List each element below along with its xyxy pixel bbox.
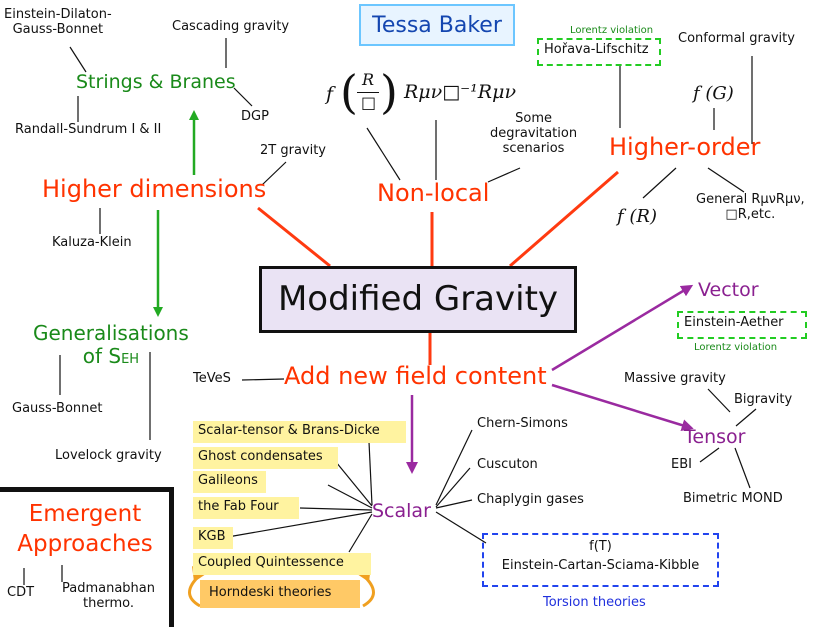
general-curvature-label: General RμνRμν, □R,etc.: [696, 192, 805, 222]
bigravity-label: Bigravity: [734, 392, 793, 407]
cascading-gravity-label: Cascading gravity: [172, 19, 290, 34]
gauss-bonnet-label: Gauss-Bonnet: [12, 401, 103, 416]
f-g-formula: f (G): [693, 83, 734, 104]
ebi-label: EBI: [671, 457, 692, 472]
kgb-highlight: [193, 527, 233, 549]
galileons-label: Galileons: [198, 473, 258, 488]
torsion-theories-list: f(T) Einstein-Cartan-Sciama-Kibble: [501, 539, 700, 573]
author-title: Tessa Baker: [372, 13, 502, 38]
einstein-aether-label: Einstein-Aether: [684, 315, 784, 330]
horndeski-highlight: [200, 580, 360, 608]
torsion-theories-label: Torsion theories: [543, 595, 646, 610]
fab-four-highlight: [193, 497, 299, 519]
lorentz-violation-label-top: Lorentz violation: [570, 25, 654, 36]
higher-dimensions-node: Higher dimensions: [42, 175, 267, 203]
coupled-quintessence-highlight: [193, 553, 371, 575]
scalar-tensor-label: Scalar-tensor & Brans-Dicke: [198, 423, 380, 438]
strings-branes-node: Strings & Branes: [76, 71, 236, 93]
2t-gravity-label: 2T gravity: [260, 143, 327, 158]
fab-four-label: the Fab Four: [198, 499, 279, 514]
kaluza-klein-label: Kaluza-Klein: [52, 235, 132, 250]
massive-gravity-label: Massive gravity: [624, 371, 726, 386]
teves-label: TeVeS: [193, 371, 231, 386]
emergent-box: [0, 487, 174, 627]
lovelock-gravity-label: Lovelock gravity: [55, 448, 162, 463]
add-field-node: Add new field content: [284, 362, 547, 390]
horava-box: [537, 38, 661, 66]
central-node-label: Modified Gravity: [277, 279, 559, 319]
einstein-aether-box: [677, 311, 807, 339]
horndeski-label: Horndeski theories: [209, 585, 332, 600]
edgb-label: Einstein-Dilaton- Gauss-Bonnet: [4, 7, 112, 37]
author-title-box: Tessa Baker: [359, 4, 515, 46]
cuscuton-label: Cuscuton: [477, 457, 538, 472]
vector-node: Vector: [698, 279, 759, 301]
galileons-highlight: [193, 471, 266, 493]
padmanabhan-label: Padmanabhan thermo.: [62, 581, 156, 611]
degravitation-label: Some degravitation scenarios: [490, 111, 578, 156]
generalisations-node: Generalisations of SEH: [33, 321, 189, 368]
non-local-node: Non-local: [377, 179, 490, 207]
ricci-nonlocal-formula: Rμν□⁻¹Rμν: [404, 81, 517, 103]
horava-lifschitz-label: Hořava-Lifschitz: [544, 42, 649, 57]
lorentz-violation-label-bottom: Lorentz violation: [694, 342, 778, 353]
higher-order-node: Higher-order: [609, 133, 761, 161]
tensor-node: Tensor: [684, 426, 746, 448]
randall-sundrum-label: Randall-Sundrum I & II: [15, 122, 162, 137]
scalar-node: Scalar: [372, 500, 431, 522]
coupled-quintessence-label: Coupled Quintessence: [198, 555, 344, 570]
ghost-condensates-highlight: [193, 447, 338, 469]
scalar-tensor-highlight: [193, 421, 406, 443]
cdt-label: CDT: [7, 585, 35, 600]
f-r-formula: f (R): [617, 206, 657, 227]
bimetric-mond-label: Bimetric MOND: [683, 491, 783, 506]
kgb-label: KGB: [198, 529, 226, 544]
torsion-box: [482, 533, 719, 587]
dgp-label: DGP: [241, 109, 269, 124]
conformal-gravity-label: Conformal gravity: [678, 31, 795, 46]
chaplygin-gases-label: Chaplygin gases: [477, 492, 584, 507]
ghost-condensates-label: Ghost condensates: [198, 449, 323, 464]
chern-simons-label: Chern-Simons: [477, 416, 568, 431]
emergent-approaches-node: Emergent Approaches: [17, 501, 153, 557]
central-node: Modified Gravity: [259, 266, 577, 333]
